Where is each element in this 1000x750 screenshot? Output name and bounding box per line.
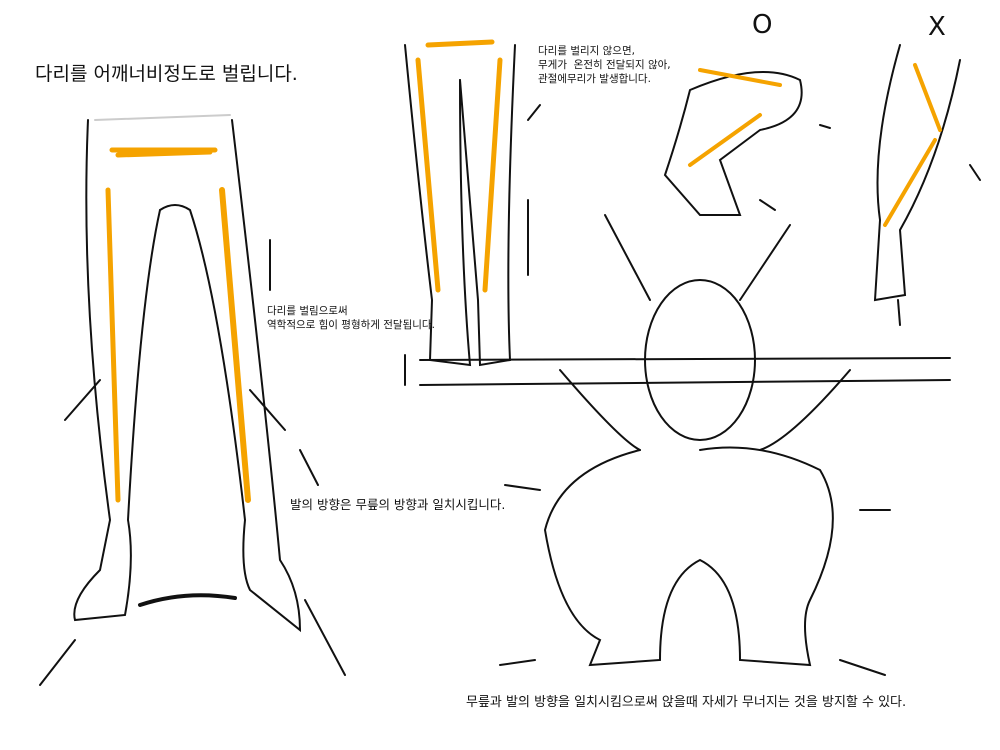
- note-spread: 다리를 벌림으로써 역학적으로 힘이 평형하게 전달됩니다.: [267, 305, 435, 332]
- note-foot-direction: 발의 방향은 무릎의 방향과 일치시킵니다.: [290, 497, 506, 512]
- correct-mark: O: [752, 10, 773, 40]
- note-not-spread: 다리를 벌리지 않으면, 무게가 온전히 전달되지 않아, 관절에무리가 발생합…: [538, 45, 671, 86]
- squat-figure-drawing: [543, 214, 851, 667]
- barbell-drawing: [404, 354, 951, 386]
- straight-legs-drawing: [404, 39, 541, 367]
- spread-legs-drawing: [39, 114, 346, 686]
- page-title: 다리를 어깨너비정도로 벌립니다.: [35, 63, 298, 85]
- leg-study-wrong: [873, 44, 981, 326]
- direction-arrows: [499, 484, 891, 676]
- note-summary: 무릎과 발의 방향을 일치시킴으로써 앉을때 자세가 무너지는 것을 방지할 수…: [466, 695, 907, 710]
- wrong-mark: X: [928, 12, 946, 42]
- leg-study-correct: [663, 68, 831, 216]
